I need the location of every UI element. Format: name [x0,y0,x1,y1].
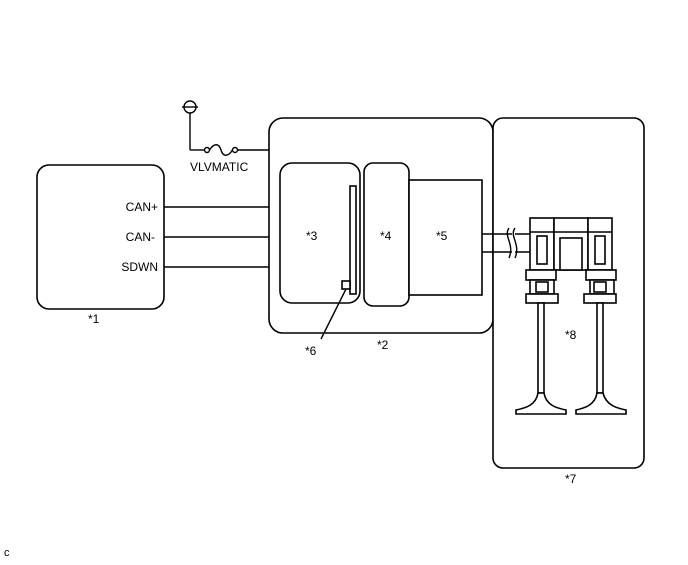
module-3-box [279,162,361,304]
sensor-strip [349,185,357,295]
can-plus-label: CAN+ [126,200,158,214]
valves-8-label: *8 [565,328,577,342]
sensor-6-label: *6 [305,344,317,358]
engine-label: *7 [565,472,577,486]
ecm-label: *1 [88,312,100,326]
valve-mechanism [515,217,627,415]
signal-lines [164,206,280,268]
module-3-label: *3 [306,229,318,243]
sensor-6-square [341,280,351,290]
fuse-label: VLVMATIC [190,160,249,174]
module-5-box [408,179,483,296]
engine-box [492,117,645,469]
module-5-label: *5 [436,229,448,243]
module-4-label: *4 [380,229,392,243]
battery-symbol [182,100,198,150]
sensor-6-leader [320,288,347,340]
sdwn-label: SDWN [121,260,158,274]
corner-mark: c [4,547,10,559]
can-minus-label: CAN- [126,230,155,244]
actuator-assembly-label: *2 [377,338,389,352]
